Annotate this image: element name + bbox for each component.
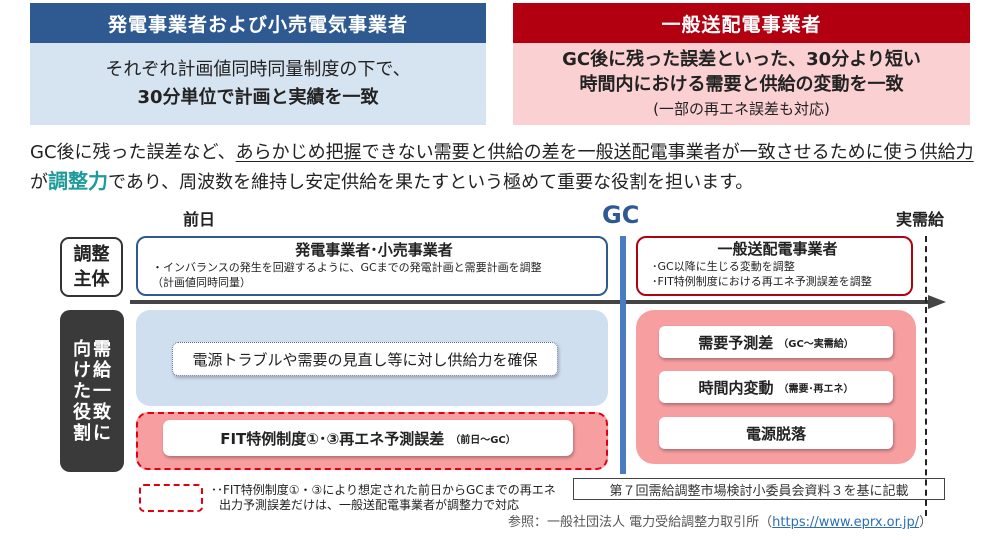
char: に [93, 422, 111, 444]
row-label-text: 調整 [73, 244, 110, 265]
reference-text: 参照：一般社団法人 電力受給調整力取引所（ [508, 515, 773, 530]
statement-text: が [30, 172, 48, 193]
tso-header: 一般送配電事業者 [513, 3, 970, 43]
row-label-adjuster: 調整 主体 [60, 237, 123, 297]
balancing-power-highlight: 調整力 [48, 169, 108, 193]
role-text: 需要予測差 [698, 333, 774, 352]
description-note: (一部の再エネ誤差も対応) [653, 99, 830, 118]
role-subtext: （GC～実需給） [778, 338, 854, 350]
row-label-column: 向 け た 役 割 [73, 339, 91, 444]
time-axis-arrow-icon [928, 295, 946, 309]
statement-underlined: あらかじめ把握できない需要と供給の差を一般送配電事業者が一致させるため [235, 142, 866, 163]
row-label-text: 主体 [73, 269, 110, 290]
source-note-text: 第７回需給調整市場検討小委員会資料３を基に記載 [609, 483, 909, 499]
generator-retailer-description: それぞれ計画値同時同量制度の下で、 30分単位で計画と実績を一致 [30, 43, 486, 125]
actor-description: ・インバランスの発生を回避するように、GCまでの発電計画と需要計画を調整 [152, 261, 542, 274]
role-demand-forecast-error: 需要予測差 （GC～実需給） [659, 326, 893, 358]
role-text: FIT特例制度①･③再エネ予測誤差 [220, 429, 445, 448]
role-subtext: （需要･再エネ） [778, 383, 854, 395]
generator-retailer-title: 発電事業者および小売電気事業者 [107, 13, 408, 36]
actual-supply-demand-line [925, 236, 927, 516]
statement-text: GC後に残った誤差など、 [30, 142, 236, 163]
char: 致 [93, 401, 111, 423]
statement-text: であり、周波数を維持し安定供給を果たすという極めて重要な役割を担います。 [108, 172, 754, 193]
reference-text: ） [919, 515, 933, 530]
actor-title: 一般送配電事業者 [717, 240, 838, 258]
char: 役 [73, 401, 91, 423]
tso-description: GC後に残った誤差といった、30分より短い 時間内における需要と供給の変動を一致… [513, 43, 970, 125]
gc-boundary-line [620, 236, 626, 474]
reference: 参照：一般社団法人 電力受給調整力取引所（https://www.eprx.or… [508, 511, 932, 530]
char: た [73, 380, 91, 402]
legend-line: 出力予測誤差だけは、一般送配電事業者が調整力で対応 [219, 498, 520, 512]
role-generator-outage: 電源脱落 [659, 417, 893, 449]
char: 需 [93, 338, 111, 360]
fit-error-role: FIT特例制度①･③再エネ予測誤差 （前日～GC） [163, 420, 573, 456]
role-text: 時間内変動 [698, 378, 774, 397]
supply-secure-role: 電源トラブルや需要の見直し等に対し供給力を確保 [172, 342, 558, 376]
legend-text: ･･FIT特例制度①・③により想定された前日からGCまでの再エネ 出力予測誤差だ… [211, 483, 556, 513]
role-intra-period-fluctuation: 時間内変動 （需要･再エネ） [659, 371, 893, 403]
role-text: 電源脱落 [745, 424, 806, 443]
reference-link[interactable]: https://www.eprx.or.jp/ [772, 515, 920, 530]
generator-retailer-header: 発電事業者および小売電気事業者 [30, 3, 486, 43]
description-line: 時間内における需要と供給の変動を一致 [579, 73, 904, 95]
description-line: 30分単位で計画と実績を一致 [137, 87, 379, 108]
row-label-column: 需 給 一 致 に [93, 339, 111, 444]
role-text: 電源トラブルや需要の見直し等に対し供給力を確保 [192, 350, 538, 369]
char: 向 [73, 338, 91, 360]
char: 一 [93, 380, 111, 402]
time-axis [130, 300, 930, 304]
description-line: GC後に残った誤差といった、30分より短い [562, 48, 921, 70]
description-line: それぞれ計画値同時同量制度の下で、 [105, 59, 411, 80]
tso-title: 一般送配電事業者 [661, 13, 822, 36]
statement-underlined: に使う供給力 [865, 142, 974, 163]
actor-generator-retailer: 発電事業者･小売事業者 ・インバランスの発生を回避するように、GCまでの発電計画… [136, 236, 608, 296]
legend-dashed-box [139, 484, 203, 512]
actor-title: 発電事業者･小売事業者 [295, 241, 453, 259]
char: け [73, 359, 91, 381]
label-day-before: 前日 [183, 210, 216, 229]
char: 給 [93, 359, 111, 381]
legend-line: ･･FIT特例制度①・③により想定された前日からGCまでの再エネ [211, 483, 556, 497]
char: 割 [73, 422, 91, 444]
actor-description: ･FIT特例制度における再エネ予測誤差を調整 [652, 275, 872, 288]
source-note: 第７回需給調整市場検討小委員会資料３を基に記載 [573, 478, 945, 500]
label-actual-supply-demand: 実需給 [896, 210, 945, 229]
actor-description: ･GC以降に生じる変動を調整 [652, 260, 795, 273]
actor-description: （計画値同時同量） [152, 276, 251, 289]
row-label-role: 需 給 一 致 に 向 け た 役 割 [60, 310, 124, 472]
role-subtext: （前日～GC） [450, 434, 516, 446]
label-gc: GC [602, 201, 640, 229]
balancing-power-statement: GC後に残った誤差など、あらかじめ把握できない需要と供給の差を一般送配電事業者が… [30, 138, 990, 197]
actor-tso: 一般送配電事業者 ･GC以降に生じる変動を調整 ･FIT特例制度における再エネ予… [636, 236, 913, 296]
